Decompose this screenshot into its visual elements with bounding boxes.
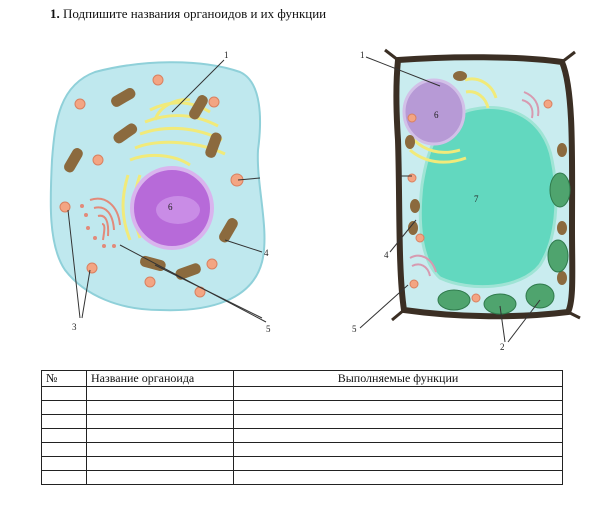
- table-row: [41, 470, 563, 485]
- plant-label-6: 6: [434, 110, 439, 120]
- plant-label-1: 1: [360, 50, 365, 60]
- animal-label-6: 6: [168, 202, 173, 212]
- table-cell[interactable]: [86, 400, 234, 415]
- animal-label-5: 5: [266, 324, 271, 334]
- animal-golgi: [89, 197, 121, 241]
- task-number: 1.: [50, 6, 60, 21]
- table-cell[interactable]: [41, 386, 87, 401]
- table-cell[interactable]: [233, 428, 563, 443]
- table-cell[interactable]: [41, 414, 87, 429]
- table-cell[interactable]: [86, 428, 234, 443]
- table-cell[interactable]: [41, 470, 87, 485]
- table-cell[interactable]: [86, 470, 234, 485]
- table-header-row: № Название органоида Выполняемые функции: [41, 370, 563, 387]
- plant-label-2: 2: [500, 342, 505, 352]
- plant-golgi: [409, 91, 540, 277]
- plant-nucleus: [402, 78, 466, 146]
- table-cell[interactable]: [41, 400, 87, 415]
- table-cell[interactable]: [233, 442, 563, 457]
- animal-label-1: 1: [224, 50, 229, 60]
- table-cell[interactable]: [233, 456, 563, 471]
- header-organelle-name: Название органоида: [86, 370, 234, 387]
- plant-mitochondria: [405, 71, 567, 285]
- table-cell[interactable]: [86, 386, 234, 401]
- table-cell[interactable]: [41, 428, 87, 443]
- animal-label-3: 3: [72, 322, 77, 332]
- animal-label-4: 4: [264, 248, 269, 258]
- table-cell[interactable]: [86, 414, 234, 429]
- task-text: Подпишите названия органоидов и их функц…: [63, 6, 327, 21]
- animal-cell: 1 3 4 5 6: [49, 50, 271, 334]
- table-cell[interactable]: [86, 442, 234, 457]
- table-row: [41, 428, 563, 443]
- table-cell[interactable]: [41, 442, 87, 457]
- plant-label-5: 5: [352, 324, 357, 334]
- table-row: [41, 400, 563, 415]
- plant-label-7: 7: [474, 194, 479, 204]
- animal-lysosomes: [59, 74, 244, 298]
- table-row: [41, 386, 563, 401]
- table-cell[interactable]: [233, 414, 563, 429]
- header-functions: Выполняемые функции: [233, 370, 563, 387]
- table-row: [41, 414, 563, 429]
- table-cell[interactable]: [86, 456, 234, 471]
- table-cell[interactable]: [41, 456, 87, 471]
- plant-chloroplasts: [437, 172, 571, 315]
- table-cell[interactable]: [233, 400, 563, 415]
- plant-cell: 1 2 4 5 6 7: [352, 48, 581, 352]
- table-row: [41, 442, 563, 457]
- plant-endoplasmic-reticulum: [409, 77, 498, 164]
- header-number: №: [41, 370, 87, 387]
- organelles-table: № Название органоида Выполняемые функции: [41, 370, 563, 485]
- task-heading: 1. Подпишите названия органоидов и их фу…: [50, 6, 326, 22]
- plant-lysosomes: [407, 99, 553, 303]
- table-cell[interactable]: [233, 470, 563, 485]
- table-row: [41, 456, 563, 471]
- plant-label-4: 4: [384, 250, 389, 260]
- animal-vesicles: [80, 204, 116, 248]
- cells-figure: 1 3 4 5 6: [49, 48, 581, 352]
- table-cell[interactable]: [233, 386, 563, 401]
